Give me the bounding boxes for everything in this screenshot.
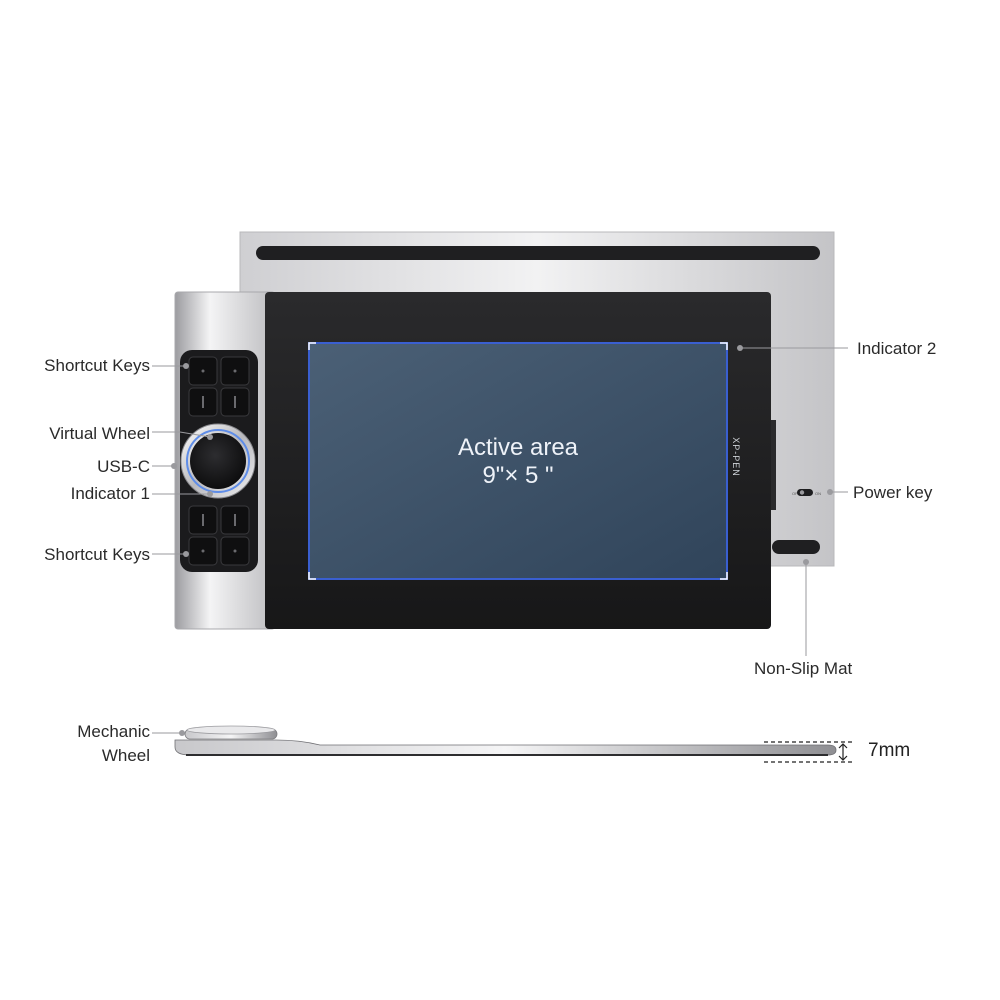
active-area-label: Active area 9"× 5 "	[400, 434, 636, 490]
svg-text:ON: ON	[815, 491, 821, 496]
label-thickness: 7mm	[868, 740, 911, 761]
label-usb-c: USB-C	[97, 457, 150, 476]
shortcut-key-icon	[201, 369, 237, 408]
non-slip-mat-strip	[772, 540, 820, 554]
active-area-size: 9"× 5 "	[482, 462, 554, 489]
label-non-slip-mat: Non-Slip Mat	[754, 659, 853, 678]
label-indicator-2: Indicator 2	[857, 339, 937, 358]
power-switch-icon: OFF ON	[792, 489, 821, 496]
dial-icon	[180, 423, 256, 499]
label-shortcut-keys-top: Shortcut Keys	[44, 356, 150, 375]
label-virtual-wheel: Virtual Wheel	[49, 424, 150, 443]
brand-logo: XP-PEN	[731, 437, 741, 477]
svg-text:OFF: OFF	[792, 491, 801, 496]
label-power-key: Power key	[853, 483, 933, 502]
label-mechanic-wheel-line1: Mechanic	[77, 722, 150, 741]
side-profile	[174, 725, 837, 756]
double-arrow-icon	[764, 741, 852, 763]
label-shortcut-keys-bottom: Shortcut Keys	[44, 545, 150, 564]
label-indicator-1: Indicator 1	[70, 484, 150, 503]
active-area-title: Active area	[457, 434, 579, 461]
active-area	[308, 342, 728, 580]
leader-lines	[152, 347, 848, 734]
label-mechanic-wheel-line2: Wheel	[101, 746, 150, 765]
